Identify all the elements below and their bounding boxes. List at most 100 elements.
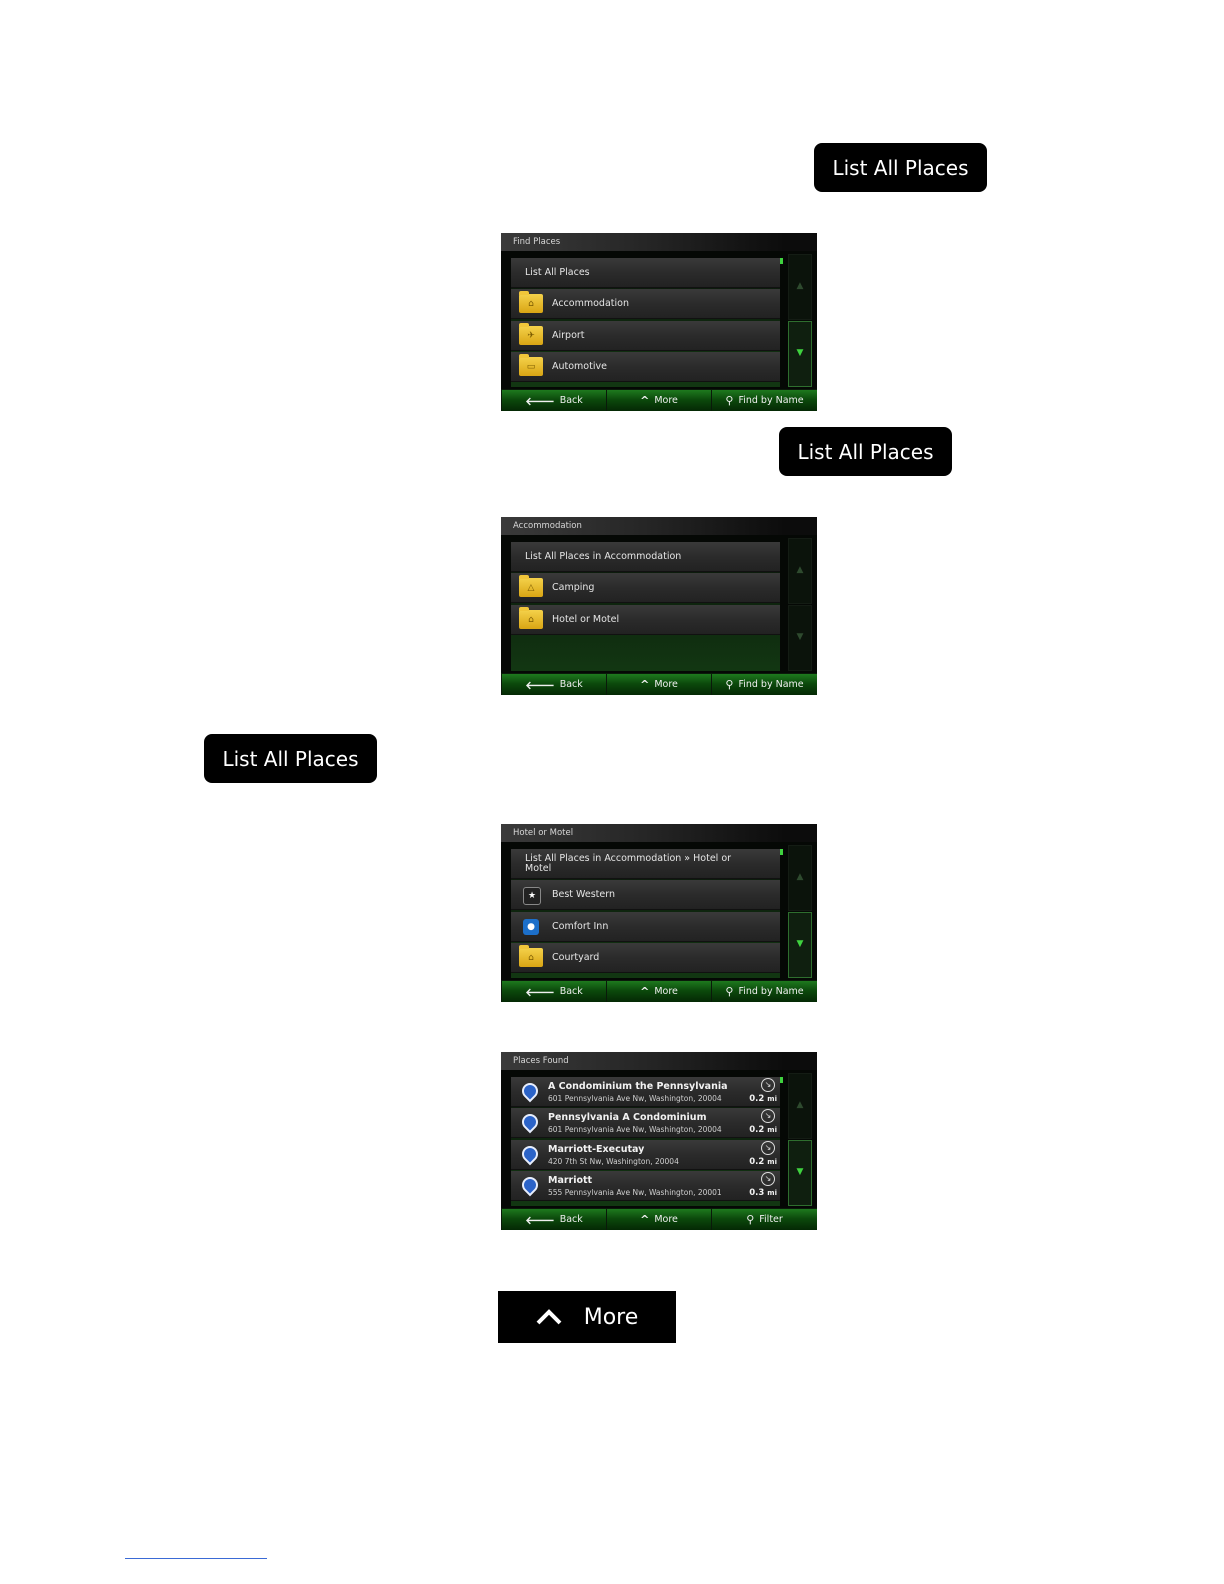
list-item-list-all-places[interactable]: List All Places: [511, 258, 780, 288]
chevron-up-icon: ^: [640, 1213, 650, 1226]
folder-icon: ⌂: [519, 945, 543, 967]
direction-arrow-icon: ↘: [761, 1141, 775, 1155]
magnifier-icon: ⚲: [725, 394, 734, 407]
chevron-up-icon: ▲: [796, 872, 804, 882]
magnifier-icon: ⚲: [746, 1213, 755, 1226]
arrow-left-icon: 🡐: [525, 678, 555, 692]
find-by-name-button[interactable]: ⚲Find by Name: [712, 981, 817, 1002]
result-row[interactable]: Marriott-Executay 420 7th St Nw, Washing…: [511, 1140, 780, 1170]
arrow-left-icon: 🡐: [525, 985, 555, 999]
list-item-list-all-in-accommodation[interactable]: List All Places in Accommodation: [511, 542, 780, 572]
arrow-left-icon: 🡐: [525, 1213, 555, 1227]
folder-icon: ▭: [519, 354, 543, 376]
distance: 0.2 mi: [749, 1125, 777, 1135]
back-button[interactable]: 🡐Back: [502, 981, 606, 1002]
bottom-bar: 🡐Back ^More ⚲Find by Name: [501, 673, 817, 695]
direction-arrow-icon: ↘: [761, 1109, 775, 1123]
scroll-indicator: [780, 849, 783, 855]
result-row[interactable]: Marriott 555 Pennsylvania Ave Nw, Washin…: [511, 1171, 780, 1201]
chevron-down-icon: ▼: [796, 348, 804, 358]
list-item-automotive[interactable]: ▭ Automotive: [511, 352, 780, 382]
scroll-up-button[interactable]: ▲: [788, 845, 812, 911]
footnote-separator: [125, 1558, 267, 1559]
chevron-up-icon: ▲: [796, 1100, 804, 1110]
location-pin-icon: [518, 1142, 542, 1166]
category-list: List All Places ⌂ Accommodation ✈ Airpor…: [511, 258, 780, 387]
arrow-left-icon: 🡐: [525, 394, 555, 408]
direction-arrow-icon: ↘: [761, 1078, 775, 1092]
more-button[interactable]: ^More: [607, 981, 711, 1002]
distance: 0.2 mi: [749, 1094, 777, 1104]
bottom-bar: 🡐Back ^More ⚲Find by Name: [501, 980, 817, 1002]
list-item-courtyard[interactable]: ⌂ Courtyard: [511, 943, 780, 973]
result-row[interactable]: Pennsylvania A Condominium 601 Pennsylva…: [511, 1108, 780, 1138]
list-all-places-callout-1[interactable]: List All Places: [814, 143, 987, 192]
list-all-places-callout-3[interactable]: List All Places: [204, 734, 377, 783]
scroll-down-button[interactable]: ▼: [788, 605, 812, 671]
chevron-down-icon: ▼: [796, 939, 804, 949]
hotel-or-motel-screen: Hotel or Motel List All Places in Accomm…: [501, 824, 817, 1002]
location-pin-icon: [518, 1110, 542, 1134]
scroll-up-button[interactable]: ▲: [788, 538, 812, 604]
bottom-bar: 🡐Back ^More ⚲Filter: [501, 1208, 817, 1230]
scroll-up-button[interactable]: ▲: [788, 1073, 812, 1139]
screen-title: Find Places: [501, 233, 817, 251]
screen-title: Accommodation: [501, 517, 817, 535]
list-item-list-all-in-hotel-or-motel[interactable]: List All Places in Accommodation » Hotel…: [511, 849, 780, 879]
chevron-up-icon: ▲: [796, 565, 804, 575]
chevron-down-icon: ▼: [796, 632, 804, 642]
list-item-accommodation[interactable]: ⌂ Accommodation: [511, 289, 780, 319]
scroll-indicator: [780, 1077, 783, 1083]
back-button[interactable]: 🡐Back: [502, 1209, 606, 1230]
list-item-best-western[interactable]: ★ Best Western: [511, 880, 780, 910]
magnifier-icon: ⚲: [725, 678, 734, 691]
scroll-down-button[interactable]: ▼: [788, 321, 812, 387]
list-item-airport[interactable]: ✈ Airport: [511, 321, 780, 351]
back-button[interactable]: 🡐Back: [502, 674, 606, 695]
back-button[interactable]: 🡐Back: [502, 390, 606, 411]
chevron-up-icon: ▲: [796, 281, 804, 291]
category-list: List All Places in Accommodation » Hotel…: [511, 849, 780, 978]
category-list: List All Places in Accommodation △ Campi…: [511, 542, 780, 671]
folder-icon: ✈: [519, 323, 543, 345]
scroll-up-button[interactable]: ▲: [788, 254, 812, 320]
chevron-up-icon: [536, 1309, 562, 1325]
folder-icon: ⌂: [519, 291, 543, 313]
chevron-down-icon: ▼: [796, 1167, 804, 1177]
list-all-places-callout-2[interactable]: List All Places: [779, 427, 952, 476]
list-item-hotel-or-motel[interactable]: ⌂ Hotel or Motel: [511, 605, 780, 635]
more-button[interactable]: ^More: [607, 674, 711, 695]
chevron-up-icon: ^: [640, 678, 650, 691]
magnifier-icon: ⚲: [725, 985, 734, 998]
best-western-logo-icon: ★: [523, 887, 541, 905]
more-button[interactable]: ^More: [607, 390, 711, 411]
location-pin-icon: [518, 1173, 542, 1197]
list-item-camping[interactable]: △ Camping: [511, 573, 780, 603]
list-item-comfort-inn[interactable]: ● Comfort Inn: [511, 912, 780, 942]
filter-button[interactable]: ⚲Filter: [712, 1209, 817, 1230]
scroll-down-button[interactable]: ▼: [788, 912, 812, 978]
direction-arrow-icon: ↘: [761, 1172, 775, 1186]
distance: 0.2 mi: [749, 1157, 777, 1167]
screen-title: Hotel or Motel: [501, 824, 817, 842]
find-by-name-button[interactable]: ⚲Find by Name: [712, 390, 817, 411]
find-places-screen: Find Places List All Places ⌂ Accommodat…: [501, 233, 817, 411]
accommodation-screen: Accommodation List All Places in Accommo…: [501, 517, 817, 695]
screen-title: Places Found: [501, 1052, 817, 1070]
distance: 0.3 mi: [749, 1188, 777, 1198]
more-button[interactable]: ^More: [607, 1209, 711, 1230]
comfort-inn-logo-icon: ●: [523, 919, 539, 935]
result-row[interactable]: A Condominium the Pennsylvania 601 Penns…: [511, 1077, 780, 1107]
results-list: A Condominium the Pennsylvania 601 Penns…: [511, 1077, 780, 1206]
find-by-name-button[interactable]: ⚲Find by Name: [712, 674, 817, 695]
scroll-down-button[interactable]: ▼: [788, 1140, 812, 1206]
chevron-up-icon: ^: [640, 394, 650, 407]
places-found-screen: Places Found A Condominium the Pennsylva…: [501, 1052, 817, 1230]
folder-icon: △: [519, 575, 543, 597]
bottom-bar: 🡐Back ^More ⚲Find by Name: [501, 389, 817, 411]
chevron-up-icon: ^: [640, 985, 650, 998]
scroll-indicator: [780, 258, 783, 264]
folder-icon: ⌂: [519, 607, 543, 629]
location-pin-icon: [518, 1079, 542, 1103]
more-callout-button[interactable]: More: [498, 1291, 676, 1343]
